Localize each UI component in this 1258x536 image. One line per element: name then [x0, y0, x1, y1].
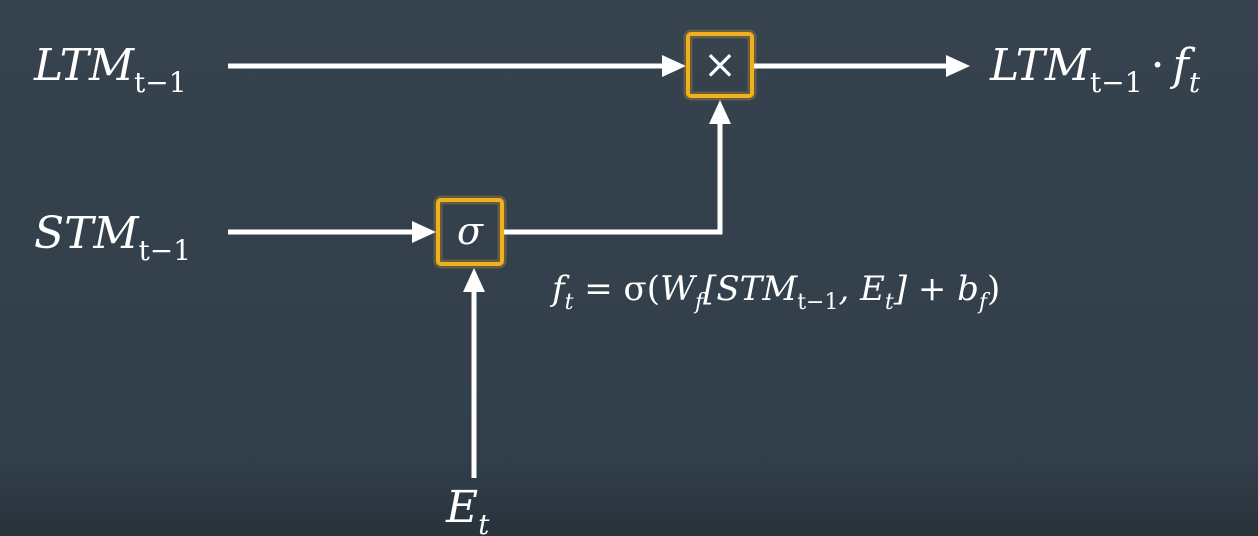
sigmoid-symbol: σ: [457, 209, 484, 253]
sigmoid-gate: σ: [433, 195, 507, 269]
multiply-input-arrowhead: [709, 100, 731, 124]
event-input-label: Et: [445, 482, 490, 536]
stm-arrowhead: [412, 221, 436, 243]
multiply-gate: ×: [683, 29, 757, 101]
stm-input-label: STMt−1: [34, 208, 191, 267]
sigmoid-to-multiply-wire: [504, 122, 723, 235]
forget-gate-equation: ft = σ(Wf[STMt−1, Et] + bf): [549, 269, 1000, 315]
ltm-output-label: LTMt−1·ft: [989, 40, 1201, 99]
output-arrowhead: [946, 55, 970, 77]
event-arrowhead: [463, 268, 485, 292]
ltm-arrowhead: [662, 55, 686, 77]
multiply-symbol: ×: [703, 42, 737, 88]
multiply-gate-box: [686, 32, 754, 98]
ltm-input-label: LTMt−1: [33, 40, 187, 99]
sigmoid-gate-box: [436, 198, 504, 266]
